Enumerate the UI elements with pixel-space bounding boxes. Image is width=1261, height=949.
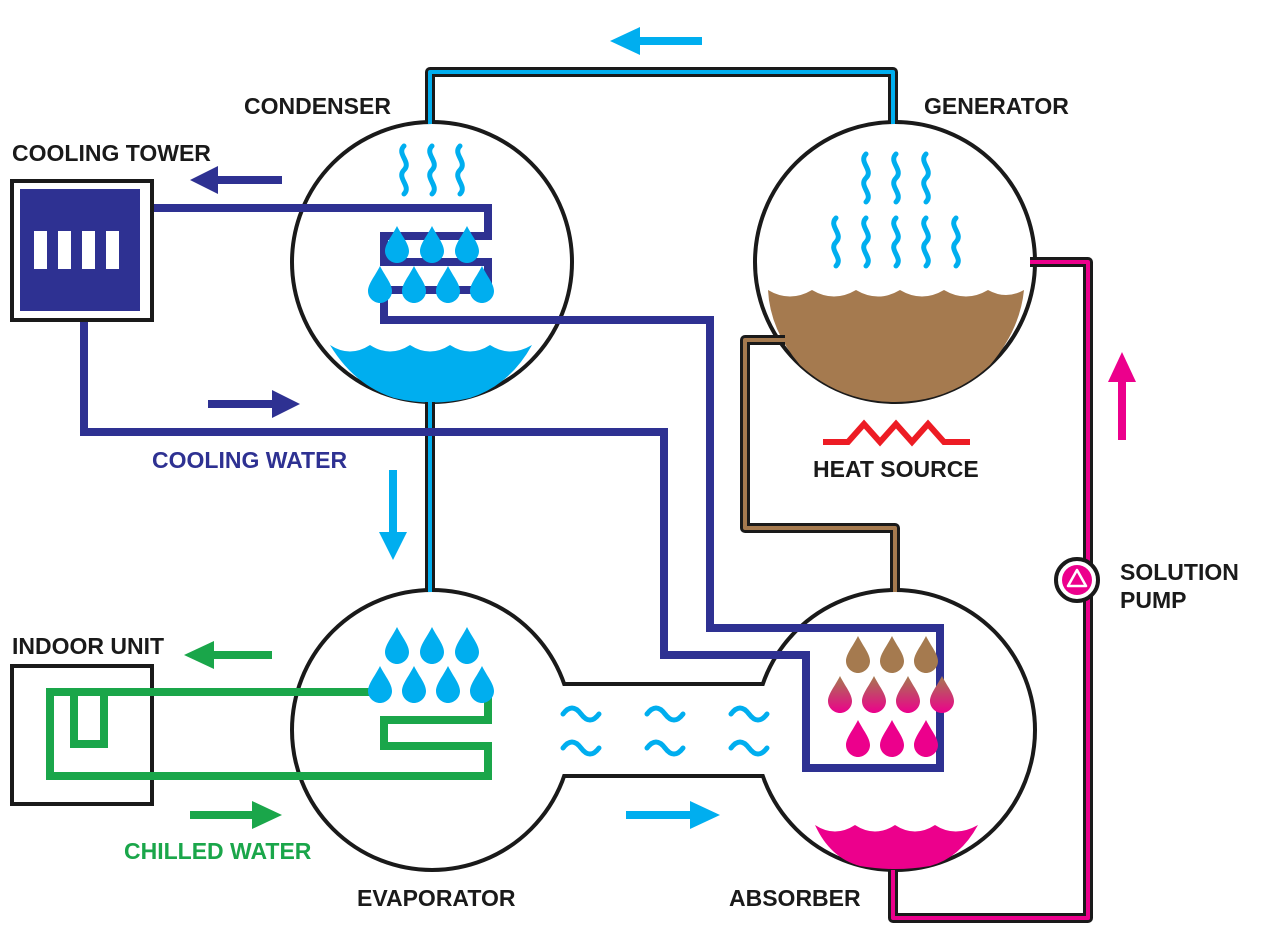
- pump-icon: [1054, 557, 1100, 603]
- chilled-water-label: CHILLED WATER: [124, 838, 312, 864]
- absorber-solution-pool: [815, 825, 978, 869]
- absorber-label: ABSORBER: [729, 885, 861, 911]
- indoor-unit-label: INDOOR UNIT: [12, 633, 164, 659]
- arrow-icon: [626, 801, 720, 829]
- evaporator-label: EVAPORATOR: [357, 885, 516, 911]
- vapor-passage: [560, 682, 770, 778]
- arrow-icon: [610, 27, 702, 55]
- chilled-water-loop: [46, 688, 492, 780]
- strong-solution-pipe: [743, 338, 897, 592]
- arrow-icon: [1108, 352, 1136, 440]
- zigzag-heat-icon: [823, 419, 970, 447]
- generator-solution-pool: [768, 290, 1024, 402]
- arrow-icon: [190, 166, 282, 194]
- solution-pump-label-line2: PUMP: [1120, 587, 1186, 613]
- arrow-icon: [379, 470, 407, 560]
- arrow-icon: [208, 390, 300, 418]
- labels: CONDENSER GENERATOR COOLING TOWER COOLIN…: [12, 93, 1239, 911]
- weak-solution-pipe: [891, 260, 1090, 920]
- cooling-water-label: COOLING WATER: [152, 447, 347, 473]
- arrow-icon: [184, 641, 272, 669]
- generator-label: GENERATOR: [924, 93, 1069, 119]
- heat-source-label: HEAT SOURCE: [813, 456, 979, 482]
- refrigerant-vapor-pipe: [428, 70, 895, 124]
- cooling-tower: [10, 179, 154, 322]
- flow-arrows: [184, 27, 1136, 829]
- indoor-unit-box: [10, 664, 154, 806]
- condenser-water-pool: [330, 345, 532, 403]
- liquid-pools: [330, 290, 1024, 869]
- cooling-tower-label: COOLING TOWER: [12, 140, 211, 166]
- arrow-icon: [190, 801, 282, 829]
- condenser-label: CONDENSER: [244, 93, 391, 119]
- solution-pump-label: SOLUTION: [1120, 559, 1239, 585]
- cooling-water-loop: [80, 204, 944, 772]
